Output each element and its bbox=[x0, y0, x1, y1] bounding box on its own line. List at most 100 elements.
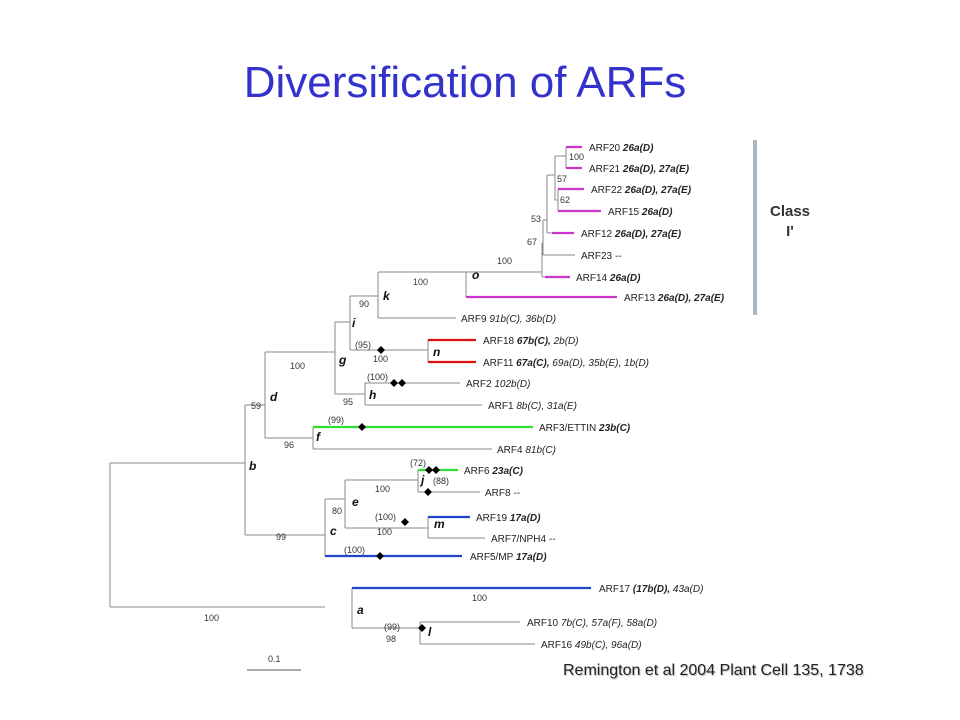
support-value: 100 bbox=[377, 527, 392, 537]
leaf-label-arf5: ARF5/MP 17a(D) bbox=[470, 552, 547, 563]
leaf-name: ARF20 bbox=[589, 143, 621, 154]
leaf-name: ARF21 bbox=[589, 164, 621, 175]
citation: Remington et al 2004 Plant Cell 135, 173… bbox=[563, 662, 864, 679]
leaf-label-arf4: ARF4 81b(C) bbox=[497, 445, 556, 456]
leaf-name: ARF16 bbox=[541, 640, 573, 651]
leaf-locus-bold: 26a(D), 27a(E) bbox=[624, 185, 692, 196]
support-value: 100 bbox=[290, 361, 305, 371]
leaf-name: ARF12 bbox=[581, 229, 613, 240]
leaf-name: ARF22 bbox=[591, 185, 623, 196]
leaf-name: ARF5/MP bbox=[470, 552, 514, 563]
support-value: 100 bbox=[375, 484, 390, 494]
support-value: 90 bbox=[359, 299, 369, 309]
support-value: 99 bbox=[276, 532, 286, 542]
marker-diamond bbox=[376, 552, 384, 560]
leaf-locus-italic: -- bbox=[615, 251, 622, 262]
node-k: k bbox=[383, 289, 391, 303]
marker-diamond bbox=[424, 488, 432, 496]
leaf-locus-italic: 69a(D), 35b(E), 1b(D) bbox=[550, 358, 649, 369]
scale-label: 0.1 bbox=[268, 654, 281, 664]
node-a: a bbox=[357, 603, 364, 617]
leaf-locus-bold: 26a(D) bbox=[622, 143, 654, 154]
support-value: (99) bbox=[384, 622, 400, 632]
leaf-locus-italic: 91b(C), 36b(D) bbox=[489, 314, 556, 325]
leaf-name: ARF14 bbox=[576, 273, 608, 284]
leaf-locus-bold: 23a(C) bbox=[491, 466, 523, 477]
leaf-locus-italic: 102b(D) bbox=[494, 379, 530, 390]
leaf-locus-italic: 8b(C), 31a(E) bbox=[516, 401, 577, 412]
leaf-label-arf13: ARF13 26a(D), 27a(E) bbox=[624, 293, 725, 304]
support-value: 67 bbox=[527, 237, 537, 247]
leaf-name: ARF13 bbox=[624, 293, 656, 304]
node-e: e bbox=[352, 495, 359, 509]
leaf-locus-italic: 81b(C) bbox=[525, 445, 556, 456]
support-value: (100) bbox=[375, 512, 396, 522]
leaf-name: ARF1 bbox=[488, 401, 514, 412]
leaf-label-arf16: ARF16 49b(C), 96a(D) bbox=[541, 640, 642, 651]
node-m: m bbox=[434, 517, 445, 531]
node-c: c bbox=[330, 524, 337, 538]
leaf-label-arf3: ARF3/ETTIN 23b(C) bbox=[539, 423, 631, 434]
leaf-name: ARF8 bbox=[485, 488, 511, 499]
support-value: 59 bbox=[251, 401, 261, 411]
leaf-name: ARF11 bbox=[483, 358, 514, 369]
leaf-locus-italic: 7b(C), 57a(F), 58a(D) bbox=[561, 618, 657, 629]
leaf-locus-italic: 2b(D) bbox=[551, 336, 579, 347]
marker-diamond bbox=[425, 466, 433, 474]
leaf-name: ARF10 bbox=[527, 618, 559, 629]
support-value: 95 bbox=[343, 397, 353, 407]
support-value: 57 bbox=[557, 174, 567, 184]
node-o: o bbox=[472, 268, 479, 282]
marker-diamond bbox=[418, 624, 426, 632]
class-label: Class I' bbox=[760, 202, 820, 242]
support-value: 100 bbox=[472, 593, 487, 603]
leaf-label-arf2: ARF2 102b(D) bbox=[466, 379, 530, 390]
leaf-label-arf17: ARF17 (17b(D), 43a(D) bbox=[599, 584, 704, 595]
leaf-locus-bold: 26a(D), 27a(E) bbox=[622, 164, 690, 175]
leaf-locus-italic: 43a(D) bbox=[670, 584, 703, 595]
support-value: 53 bbox=[531, 214, 541, 224]
class-label-line2: I' bbox=[786, 223, 794, 240]
leaf-label-arf6: ARF6 23a(C) bbox=[464, 466, 524, 477]
marker-diamond bbox=[390, 379, 398, 387]
node-f: f bbox=[316, 430, 321, 444]
support-value: 80 bbox=[332, 506, 342, 516]
leaf-label-arf8: ARF8 -- bbox=[485, 488, 521, 499]
marker-diamond bbox=[401, 518, 409, 526]
leaf-locus-bold: 67a(C), bbox=[516, 358, 549, 369]
leaf-label-arf15: ARF15 26a(D) bbox=[608, 207, 673, 218]
leaf-locus-bold: 26a(D), 27a(E) bbox=[614, 229, 682, 240]
leaf-name: ARF2 bbox=[466, 379, 492, 390]
leaf-name: ARF19 bbox=[476, 513, 508, 524]
leaf-label-arf23: ARF23 -- bbox=[581, 251, 622, 262]
support-value: 100 bbox=[497, 256, 512, 266]
leaf-name: ARF23 bbox=[581, 251, 613, 262]
leaf-locus-bold: 26a(D), 27a(E) bbox=[657, 293, 725, 304]
support-value: 100 bbox=[373, 354, 388, 364]
leaf-label-arf11: ARF11 67a(C), 69a(D), 35b(E), 1b(D) bbox=[483, 358, 649, 369]
node-n: n bbox=[433, 345, 440, 359]
leaf-locus-italic: -- bbox=[513, 488, 520, 499]
support-value: 100 bbox=[204, 613, 219, 623]
leaf-label-arf22: ARF22 26a(D), 27a(E) bbox=[591, 185, 692, 196]
leaf-label-arf14: ARF14 26a(D) bbox=[576, 273, 641, 284]
leaf-name: ARF9 bbox=[461, 314, 487, 325]
support-value: 98 bbox=[386, 634, 396, 644]
page-title: Diversification of ARFs bbox=[243, 58, 687, 107]
support-value: (100) bbox=[367, 372, 388, 382]
support-value: 62 bbox=[560, 195, 570, 205]
leaf-label-arf19: ARF19 17a(D) bbox=[476, 513, 541, 524]
support-value: (88) bbox=[433, 476, 449, 486]
leaf-name: ARF7/NPH4 bbox=[491, 534, 546, 545]
node-g: g bbox=[338, 353, 347, 367]
support-value: (72) bbox=[410, 458, 426, 468]
node-i: i bbox=[352, 316, 356, 330]
leaf-name: ARF6 bbox=[464, 466, 490, 477]
leaf-locus-bold: 17a(D) bbox=[516, 552, 547, 563]
marker-diamond bbox=[377, 346, 385, 354]
leaf-label-arf21: ARF21 26a(D), 27a(E) bbox=[589, 164, 690, 175]
marker-diamond bbox=[398, 379, 406, 387]
node-d: d bbox=[270, 390, 278, 404]
class-label-line1: Class bbox=[769, 203, 811, 220]
support-value: (100) bbox=[344, 545, 365, 555]
